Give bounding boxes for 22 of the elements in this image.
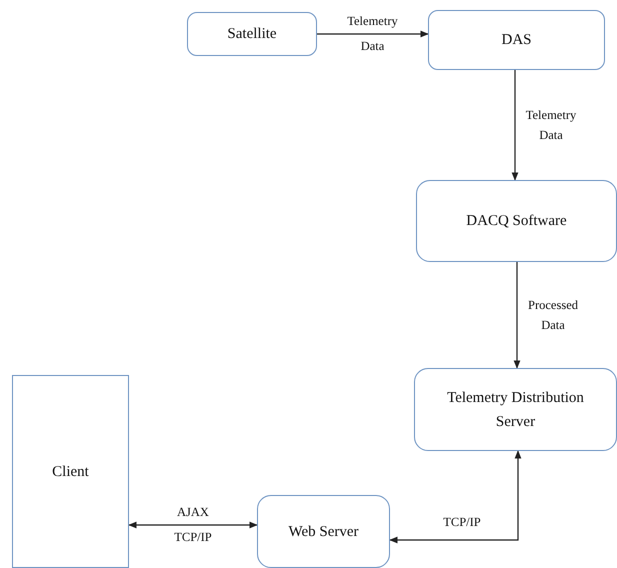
node-label: DAS bbox=[501, 31, 532, 50]
edge-label: Telemetry Data bbox=[346, 13, 399, 55]
process-box bbox=[416, 180, 617, 262]
edge-label: Processed Data bbox=[527, 297, 579, 334]
node-label: Telemetry Distribution Server bbox=[446, 388, 585, 432]
node-label: Satellite bbox=[227, 25, 277, 44]
process-box bbox=[414, 368, 617, 451]
edge-label: AJAX TCP/IP bbox=[173, 504, 213, 546]
arrow bbox=[514, 262, 520, 369]
node-label: DACQ Software bbox=[466, 212, 567, 231]
process-box bbox=[12, 375, 129, 568]
node-label: Client bbox=[52, 462, 89, 482]
process-box bbox=[187, 12, 317, 56]
process-box bbox=[428, 10, 605, 70]
edge-label: TCP/IP bbox=[442, 515, 482, 530]
process-box bbox=[257, 495, 390, 568]
arrow bbox=[128, 522, 258, 528]
node-label: Web Server bbox=[288, 522, 358, 542]
arrow bbox=[389, 450, 522, 544]
arrow bbox=[512, 70, 518, 181]
edge-label: Telemetry Data bbox=[524, 107, 578, 144]
arrow bbox=[317, 30, 429, 38]
